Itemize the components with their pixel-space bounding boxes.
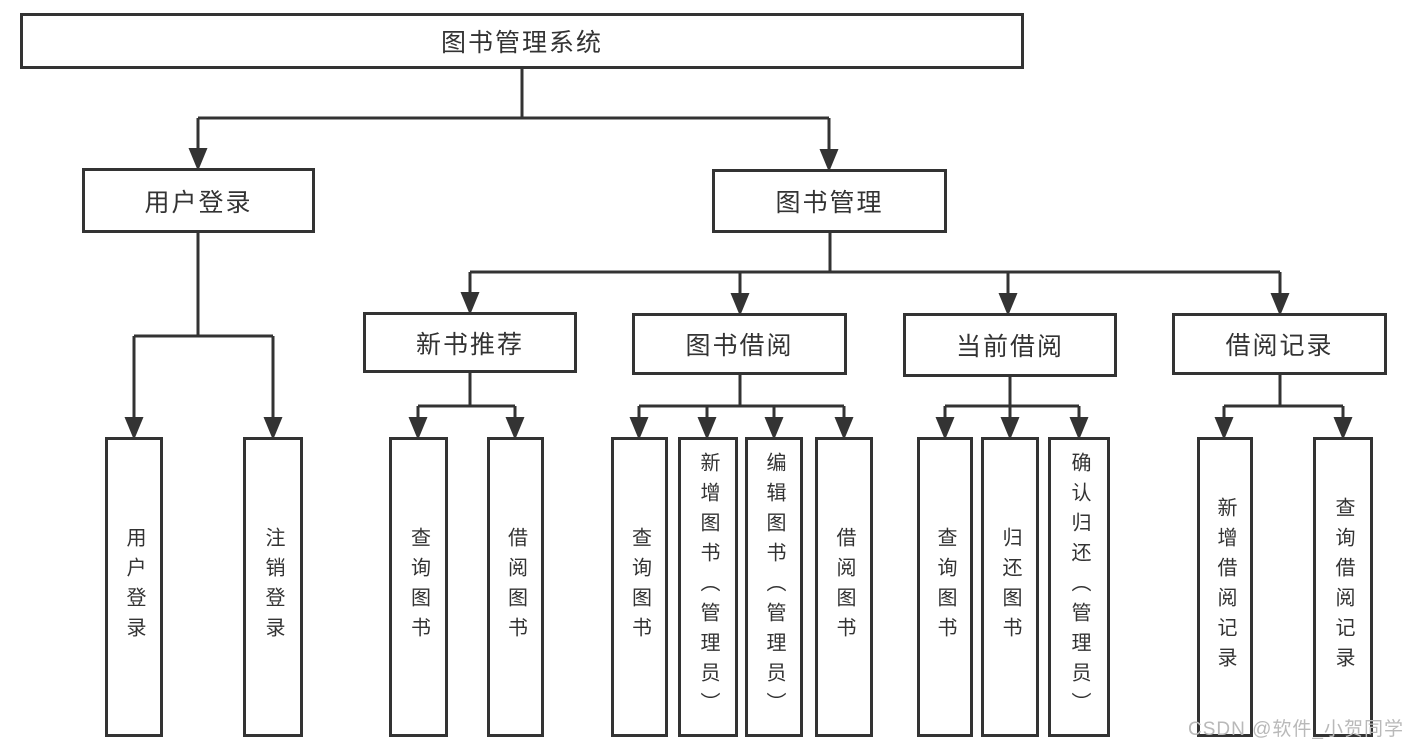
node-book-borrowing-label: 图书借阅 <box>685 332 794 360</box>
node-book-management: 图书管理 <box>712 169 947 233</box>
node-book-management-label: 图书管理 <box>775 189 884 217</box>
root-node-label: 图书管理系统 <box>440 29 603 57</box>
leaf-logout-label: 注销登录 <box>262 527 284 647</box>
leaf-borrow-books-1-label: 借阅图书 <box>504 527 527 647</box>
leaf-confirm-return-admin: 确认归还（管理员） <box>1048 437 1110 737</box>
leaf-query-borrow-record: 查询借阅记录 <box>1313 437 1373 737</box>
leaf-confirm-return-admin-label: 确认归还（管理员） <box>1068 452 1090 722</box>
leaf-edit-book-admin-label: 编辑图书（管理员） <box>763 452 785 722</box>
leaf-query-books-2-label: 查询图书 <box>628 527 651 647</box>
leaf-user-login-label: 用户登录 <box>123 527 145 647</box>
leaf-query-books-2: 查询图书 <box>611 437 668 737</box>
node-current-borrowing: 当前借阅 <box>903 313 1117 377</box>
node-borrowing-records-label: 借阅记录 <box>1225 332 1334 360</box>
leaf-add-borrow-record-label: 新增借阅记录 <box>1214 497 1236 677</box>
leaf-return-book-label: 归还图书 <box>999 527 1021 647</box>
leaf-edit-book-admin: 编辑图书（管理员） <box>745 437 803 737</box>
leaf-borrow-books-2-label: 借阅图书 <box>833 527 855 647</box>
leaf-borrow-books-2: 借阅图书 <box>815 437 873 737</box>
node-current-borrowing-label: 当前借阅 <box>955 333 1064 361</box>
leaf-query-books-3-label: 查询图书 <box>934 527 956 647</box>
node-user-login-label: 用户登录 <box>144 188 253 217</box>
root-node-library-system: 图书管理系统 <box>20 13 1024 69</box>
csdn-watermark: CSDN @软件_小贺同学 <box>1188 719 1404 740</box>
leaf-query-books-3: 查询图书 <box>917 437 973 737</box>
leaf-add-borrow-record: 新增借阅记录 <box>1197 437 1253 737</box>
leaf-user-login: 用户登录 <box>105 437 163 737</box>
leaf-add-book-admin-label: 新增图书（管理员） <box>697 452 719 722</box>
leaf-query-books-1: 查询图书 <box>389 437 448 737</box>
node-book-borrowing: 图书借阅 <box>632 313 847 375</box>
leaf-query-borrow-record-label: 查询借阅记录 <box>1332 497 1354 677</box>
leaf-return-book: 归还图书 <box>981 437 1039 737</box>
leaf-query-books-1-label: 查询图书 <box>407 527 430 647</box>
leaf-borrow-books-1: 借阅图书 <box>487 437 544 737</box>
node-borrowing-records: 借阅记录 <box>1172 313 1387 375</box>
node-new-book-recommend: 新书推荐 <box>363 312 577 373</box>
leaf-add-book-admin: 新增图书（管理员） <box>678 437 738 737</box>
node-new-book-recommend-label: 新书推荐 <box>415 330 524 359</box>
node-user-login: 用户登录 <box>82 168 315 233</box>
leaf-logout: 注销登录 <box>243 437 303 737</box>
